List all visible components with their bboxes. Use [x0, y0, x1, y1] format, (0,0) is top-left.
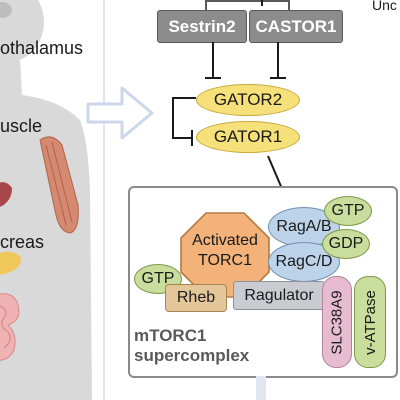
- torc1-label-line1: Activated: [192, 232, 258, 249]
- pancreas-label: creas: [0, 232, 45, 252]
- slc38a9-pill: SLC38A9: [322, 276, 352, 368]
- vatpase-pill: v-ATPase: [354, 276, 386, 368]
- bottom-arrow-stub: [256, 376, 266, 400]
- hypothalamus-label: othalamus: [0, 38, 84, 58]
- sensor-bracket-right: [288, 0, 290, 10]
- supercomplex-title-line2: supercomplex: [134, 346, 250, 365]
- gator1-oval: GATOR1: [196, 121, 300, 153]
- gator2-oval: GATOR2: [196, 84, 300, 116]
- liver-organ: [0, 182, 12, 207]
- sensor-bracket-line: [205, 0, 290, 2]
- vatpase-label: v-ATPase: [361, 289, 379, 355]
- panel-divider: [103, 0, 105, 400]
- brain-organ: [0, 2, 12, 18]
- torc1-label-line2: TORC1: [198, 252, 252, 269]
- sestrin2-box: Sestrin2: [157, 10, 247, 43]
- muscle-label: uscle: [0, 116, 43, 136]
- body-illustration: [0, 0, 92, 400]
- supercomplex-title-line1: mTORC1: [134, 326, 207, 345]
- head-silhouette: [0, 0, 44, 62]
- castor1-box: CASTOR1: [249, 10, 343, 43]
- gtp-top-oval: GTP: [324, 196, 372, 226]
- top-right-label: Unc: [372, 0, 397, 13]
- torso-silhouette: [0, 60, 92, 400]
- pancreas-organ: [0, 251, 21, 275]
- rheb-box: Rheb: [165, 284, 227, 312]
- sensor-bracket: [205, 0, 207, 10]
- flow-arrow-icon: [86, 86, 154, 140]
- slc38a9-label: SLC38A9: [328, 289, 346, 355]
- ragulator-box: Ragulator: [233, 281, 325, 310]
- gdp-oval: GDP: [322, 229, 370, 259]
